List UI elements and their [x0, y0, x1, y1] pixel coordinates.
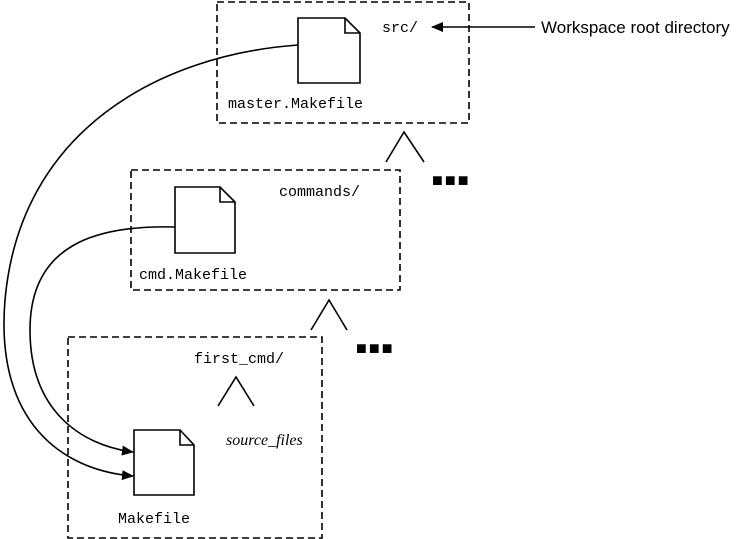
commands-tree-connector	[310, 298, 348, 331]
root-annotation-label: Workspace root directory	[541, 18, 730, 37]
root-directory-label: src/	[382, 20, 418, 37]
makefile-label: Makefile	[118, 511, 190, 528]
master-makefile-icon	[297, 17, 361, 84]
cmd-makefile-include-arrow	[29, 226, 176, 456]
first-cmd-directory-label: first_cmd/	[194, 351, 284, 368]
source-files-tree-connector	[217, 375, 255, 407]
commands-directory-label: commands/	[279, 184, 360, 201]
master-makefile-include-arrow	[3, 44, 299, 481]
master-makefile-label: master.Makefile	[228, 96, 363, 113]
root-directory-box: src/ master.Makefile	[216, 1, 470, 124]
root-tree-connector	[385, 130, 425, 163]
source-files-label: source_files	[226, 432, 303, 449]
cmd-makefile-icon	[174, 186, 236, 254]
commands-ellipsis: ■■■	[356, 338, 395, 358]
makefile-icon	[133, 429, 195, 496]
first-cmd-directory-box: first_cmd/ source_files Makefile	[67, 336, 323, 539]
root-ellipsis: ■■■	[432, 170, 471, 190]
cmd-makefile-label: cmd.Makefile	[139, 267, 247, 284]
commands-directory-box: commands/ cmd.Makefile	[130, 169, 401, 291]
